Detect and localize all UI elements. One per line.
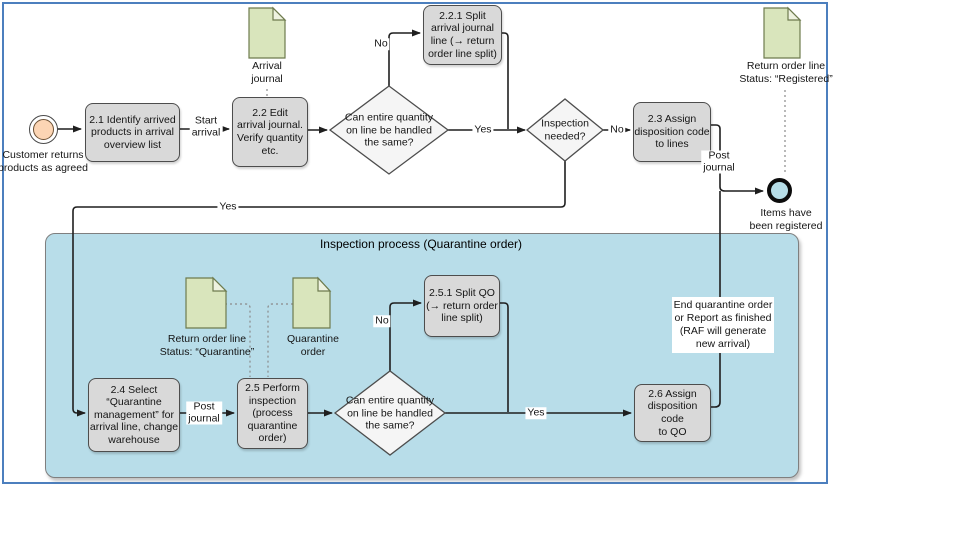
start-event-inner-circle [33,119,54,140]
flow-label-no-split-line: No [372,37,390,50]
task-2-5-1: 2.5.1 Split QO (→ return order line spli… [424,275,500,337]
flow-label-yes-inspection: Yes [217,200,239,213]
task-2-6: 2.6 Assign disposition code to QO [634,384,711,442]
gateway-inspection-needed-label: Inspection needed? [541,117,589,143]
document-label-arrival-journal: Arrival journal [251,60,283,85]
flow-label-no-split-qo: No [373,314,391,327]
task-2-3: 2.3 Assign disposition code to lines [633,102,711,162]
task-2-2-1: 2.2.1 Split arrival journal line (→ retu… [423,5,502,65]
task-2-1: 2.1 Identify arrived products in arrival… [85,103,180,162]
flow-label-yes-same: Yes [472,123,494,136]
document-label-return-quarantine: Return order line Status: “Quarantine” [159,333,255,358]
document-label-return-registered: Return order line Status: “Registered” [739,60,833,85]
start-event [29,115,58,144]
end-event [767,178,792,203]
annotation-end-quarantine-order: End quarantine order or Report as finish… [672,297,774,353]
task-2-2: 2.2 Edit arrival journal. Verify quantit… [232,97,308,167]
task-2-4: 2.4 Select “Quarantine management” for a… [88,378,180,452]
gateway-same-quantity-label: Can entire quantity on line be handled t… [344,111,434,149]
start-event-label: Customer returns products as agreed [0,149,88,174]
document-label-quarantine-order: Quarantine order [287,333,339,358]
task-2-5: 2.5 Perform inspection (process quaranti… [237,378,308,449]
flow-label-post-journal-inner: Post journal [186,400,222,425]
flow-label-start-arrival: Start arrival [189,114,223,139]
flow-label-no-inspection: No [608,123,626,136]
end-event-label: Items have been registered [749,207,823,232]
flow-label-yes-same-qo: Yes [525,406,547,419]
container-title: Inspection process (Quarantine order) [319,237,523,251]
flow-label-post-journal-top: Post journal [701,149,737,174]
gateway-same-quantity-qo-label: Can entire quantity on line be handled t… [345,394,435,432]
